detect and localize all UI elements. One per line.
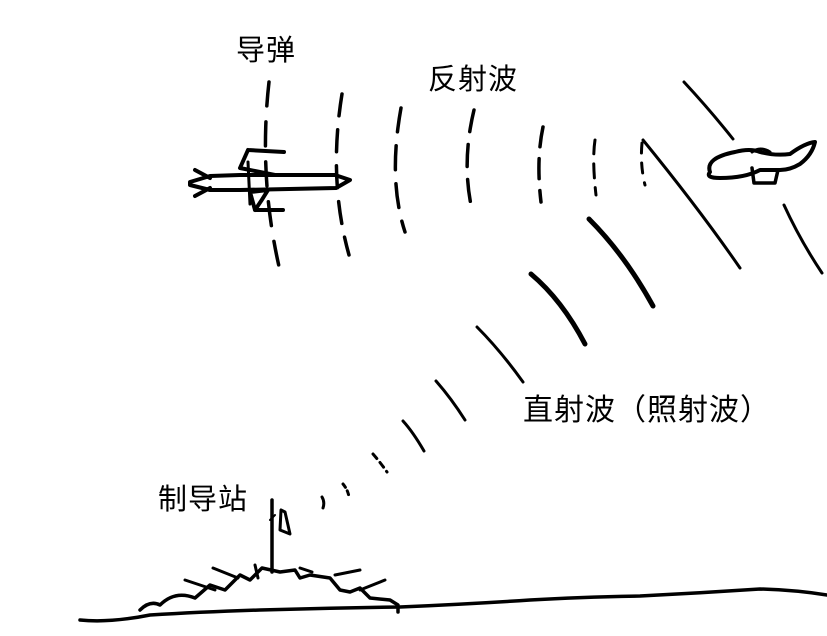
missile-label: 导弹 [236, 33, 297, 67]
guidance-ship-icon [138, 498, 400, 614]
aircraft-icon [706, 140, 817, 185]
sea-line [78, 587, 827, 623]
direct-wave-label: 直射波（照射波） [523, 393, 771, 428]
missile-icon [188, 148, 352, 212]
reflected-wave-arcs [263, 80, 647, 277]
reflected-wave-label: 反射波 [428, 62, 519, 96]
guidance-station-label: 制导站 [158, 482, 249, 516]
direct-wave-arcs [320, 80, 824, 510]
